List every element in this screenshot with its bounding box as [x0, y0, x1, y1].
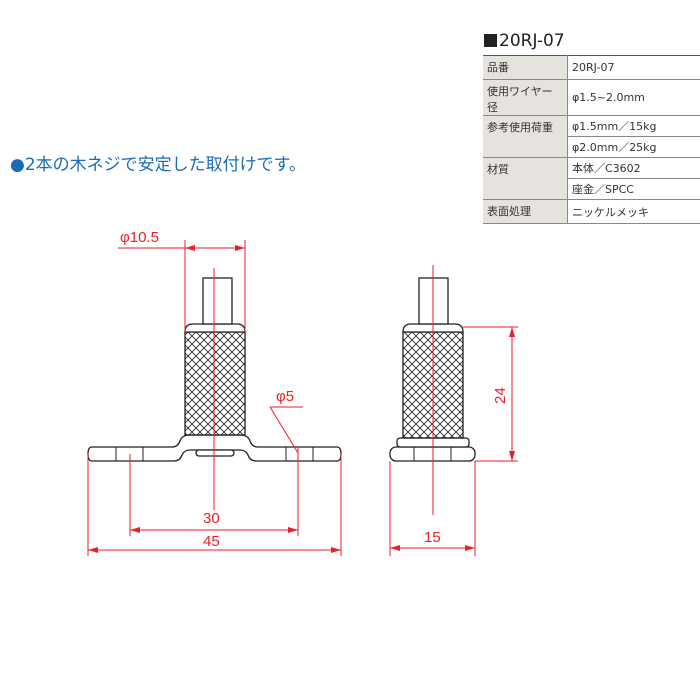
front-view: φ10.5 φ5 30 45	[87, 229, 342, 556]
width-label: 45	[203, 533, 220, 550]
table-row: 材質本体／C3602	[483, 157, 700, 200]
side-view: 24 15	[389, 265, 518, 556]
row-value: φ1.5mm／15kg	[567, 115, 700, 137]
row-label: 使用ワイヤー径	[483, 79, 568, 116]
pin	[202, 277, 233, 325]
row-label: 材質	[483, 157, 568, 200]
row-value: 20RJ-07	[567, 55, 700, 80]
row-value: ニッケルメッキ	[567, 199, 700, 224]
row-value: φ2.0mm／25kg	[567, 136, 700, 158]
table-row: 表面処理ニッケルメッキ	[483, 199, 700, 224]
height-label: 24	[492, 387, 509, 404]
hole-pitch-label: 30	[203, 510, 220, 527]
square-bullet-icon	[484, 34, 497, 47]
row-label: 参考使用荷重	[483, 115, 568, 158]
table-row: φ2.0mm／25kg	[483, 136, 700, 158]
spec-title-text: 20RJ-07	[499, 31, 565, 51]
table-row: 座金／SPCC	[483, 178, 700, 200]
row-value: 座金／SPCC	[567, 178, 700, 200]
row-value: 本体／C3602	[567, 157, 700, 179]
row-value: φ1.5~2.0mm	[567, 79, 700, 116]
spec-title: 20RJ-07	[484, 31, 565, 51]
depth-label: 15	[424, 529, 441, 546]
boss	[195, 449, 235, 457]
hole-diameter-label: φ5	[276, 388, 294, 405]
headline: ●2本の木ネジで安定した取付けです。	[10, 155, 306, 175]
diameter-top-label: φ10.5	[120, 229, 159, 246]
row-label: 品番	[483, 55, 568, 80]
knurled-body	[184, 331, 246, 436]
row-label: 表面処理	[483, 199, 568, 224]
